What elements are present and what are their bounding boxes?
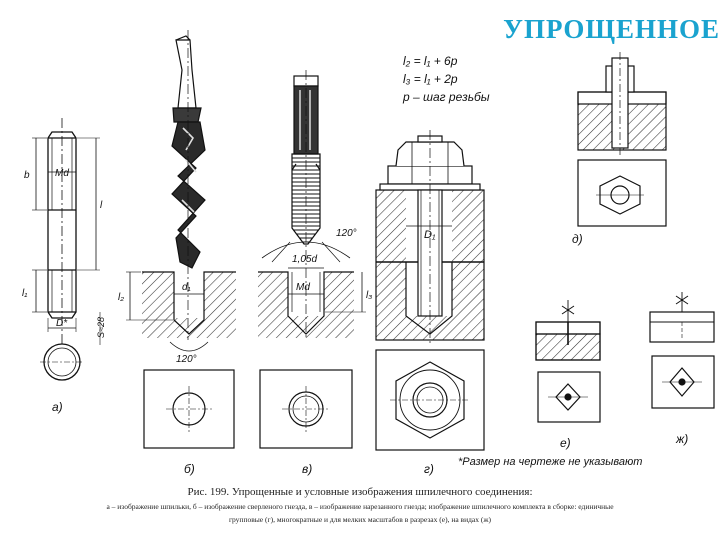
panel-label-b: б) (184, 462, 195, 476)
panel-label-v: в) (302, 462, 313, 476)
panel-label-zh: ж) (676, 432, 689, 446)
formula-l2: l₂ = l₁ + 6p (403, 54, 458, 68)
label-angle-drill: 120° (176, 354, 197, 365)
panel-label-g: г) (424, 462, 434, 476)
label-105d: 1,05d (292, 254, 317, 265)
label-D1: D₁ (424, 229, 436, 241)
label-l: l (100, 200, 103, 211)
panel-label-e: е) (560, 436, 571, 450)
label-md: Md (55, 168, 69, 179)
label-md-tap: Md (296, 282, 310, 293)
caption-line-3: групповые (г), многократные и для мелких… (228, 515, 492, 524)
formula-l3: l₃ = l₁ + 2p (403, 72, 458, 86)
panel-label-d: д) (572, 232, 583, 246)
slide-title: УПРОЩЕННОЕ (503, 14, 720, 44)
caption-line-2: а – изображение шпильки, б – изображение… (106, 502, 614, 511)
label-s28: S≈28 (96, 317, 106, 338)
footnote: *Размер на чертеже не указывают (458, 456, 643, 468)
panel-label-a: а) (52, 400, 63, 414)
small-scale-view (649, 292, 715, 409)
label-l3: l₃ (366, 290, 372, 301)
label-b: b (24, 170, 30, 181)
label-l1: l₁ (22, 288, 27, 299)
formula-pitch: p – шаг резьбы (403, 90, 490, 104)
label-dstar: D* (56, 318, 68, 329)
small-scale-section (535, 300, 601, 423)
label-angle-tap: 120° (336, 228, 357, 239)
caption-line-1: Рис. 199. Упрощенные и условные изображе… (187, 486, 533, 498)
stud-drawing (32, 118, 101, 381)
tap-drawing (261, 70, 351, 340)
drill-drawing (171, 30, 206, 340)
stud-assembly-section (375, 130, 485, 451)
tapped-hole-section (258, 271, 366, 449)
drilled-hole-section (126, 271, 236, 449)
label-l2: l₂ (118, 292, 124, 303)
label-d1: d₁ (182, 282, 191, 293)
simplified-assembly (577, 52, 667, 227)
